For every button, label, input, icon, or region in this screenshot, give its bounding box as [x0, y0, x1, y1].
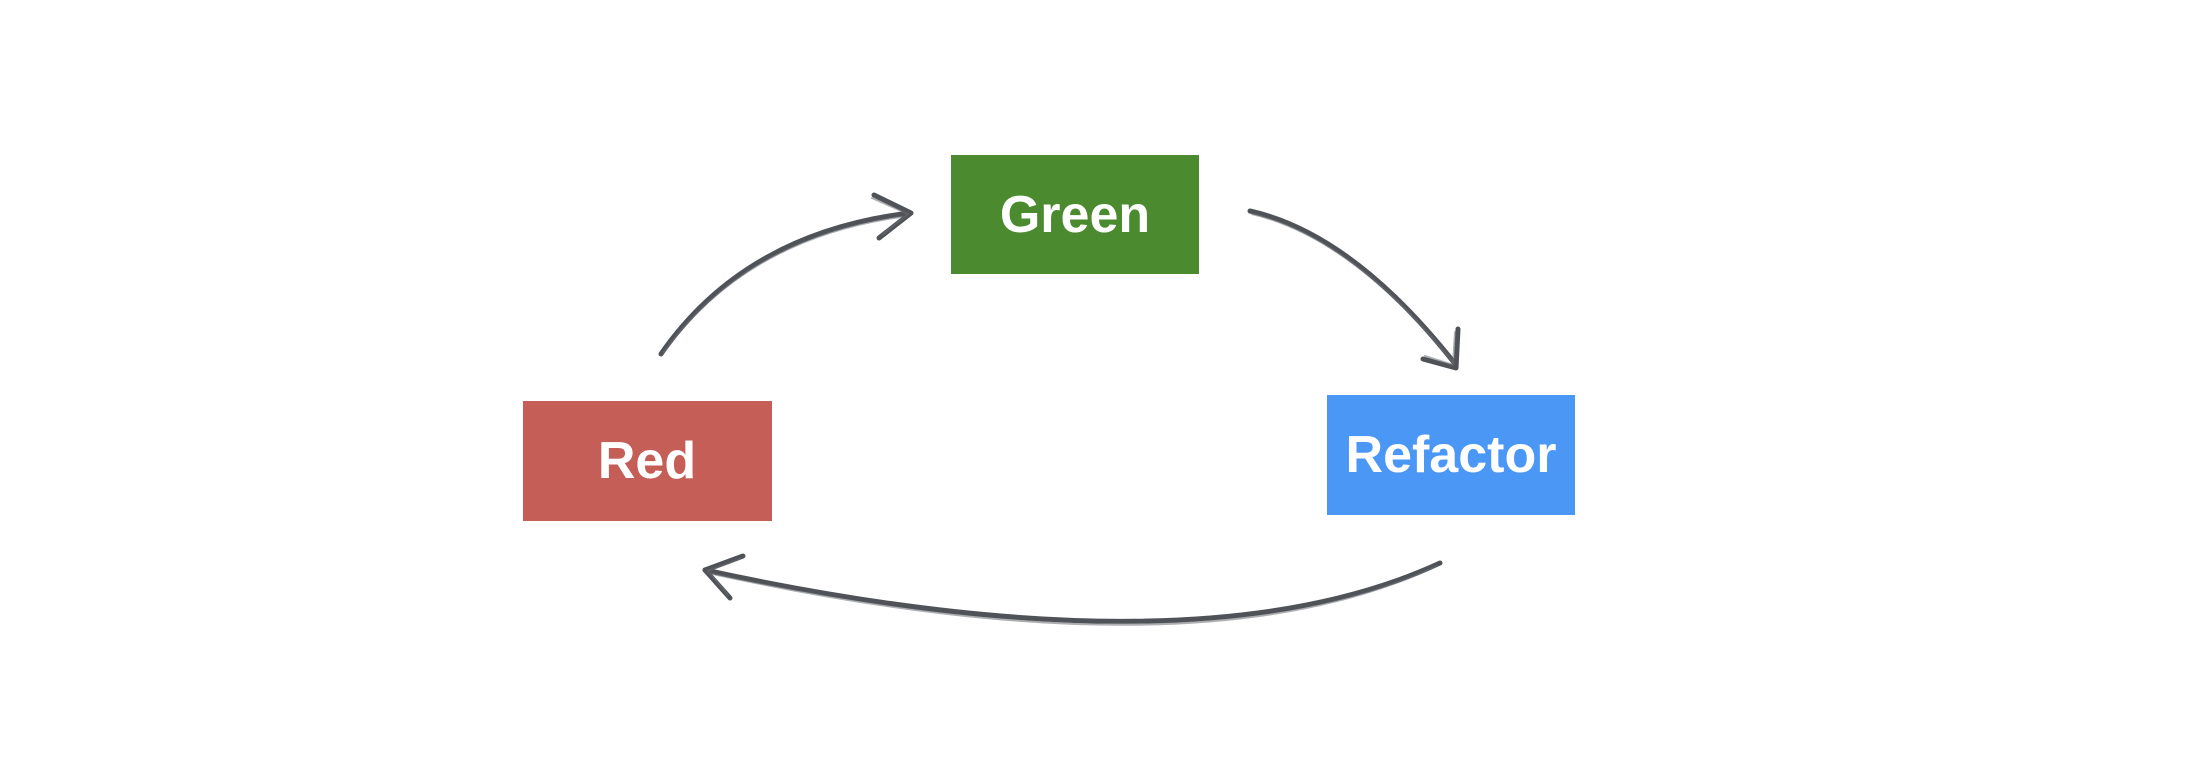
arrow-red-to-green: [658, 192, 914, 357]
node-red-box: [523, 401, 772, 521]
node-refactor-box: [1327, 395, 1575, 515]
node-refactor-label: Refactor: [1346, 426, 1557, 484]
node-red-label: Red: [598, 432, 696, 490]
arrow-green-to-refactor: [1247, 208, 1461, 371]
node-refactor: Refactor: [1327, 395, 1575, 515]
node-red: Red: [523, 401, 772, 521]
node-green-label: Green: [1000, 186, 1150, 244]
node-green: Green: [951, 155, 1199, 274]
arrow-refactor-to-red: [702, 553, 1443, 626]
node-green-box: [951, 155, 1199, 274]
